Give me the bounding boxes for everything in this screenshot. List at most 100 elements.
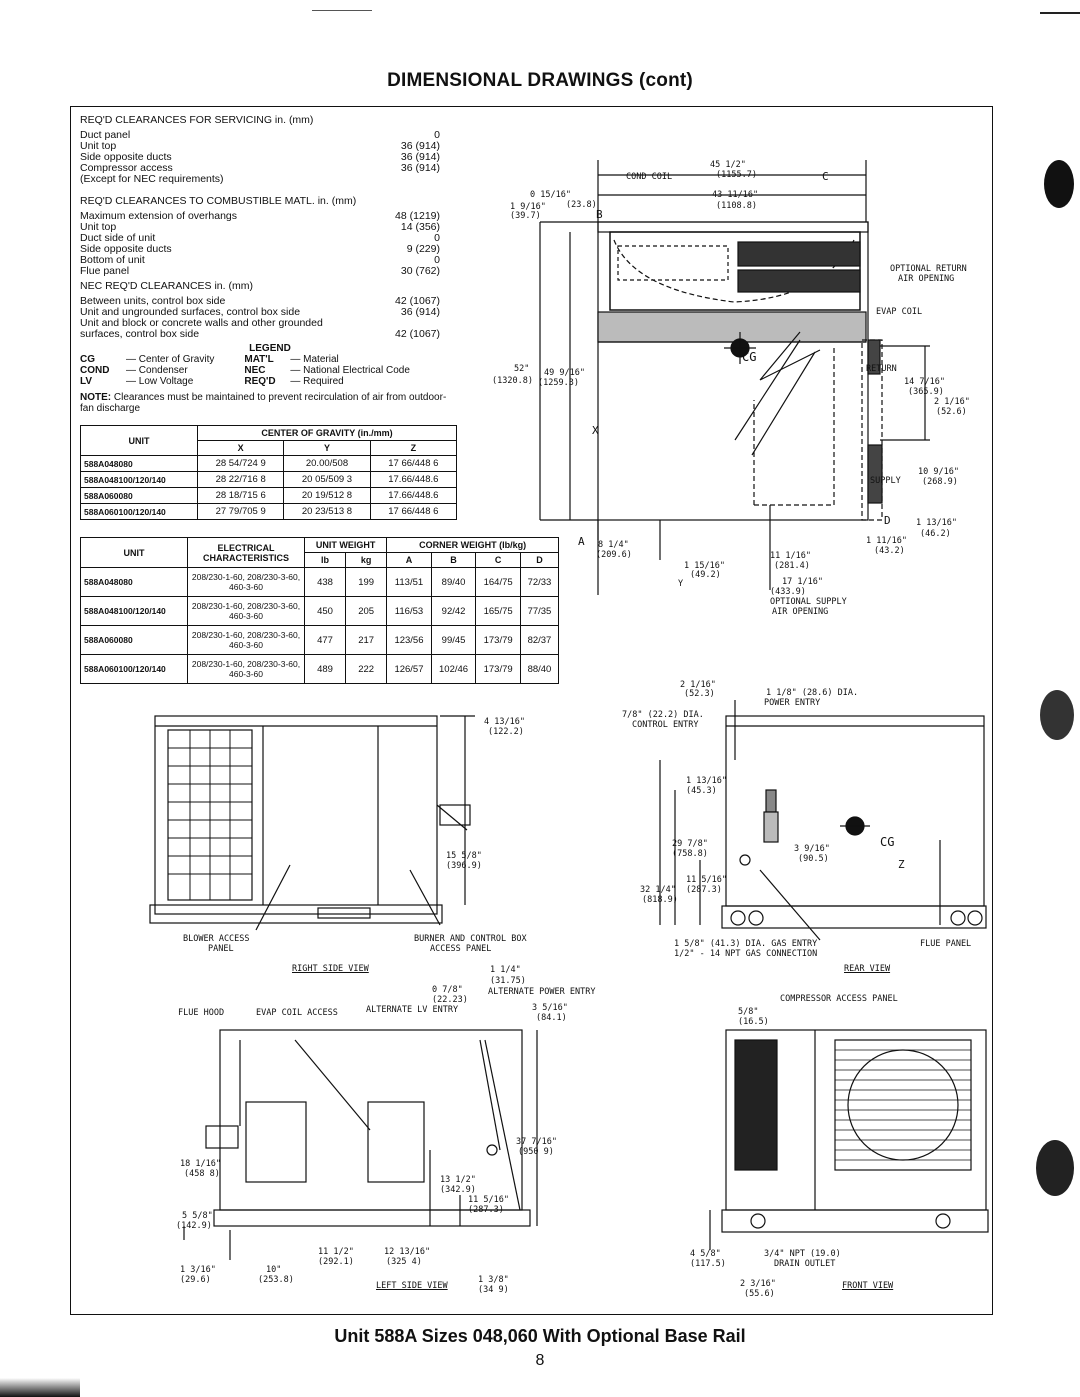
- tv-dim-52mm: (1320.8): [492, 376, 533, 386]
- ls-dim-5: 5 5/8": [182, 1211, 213, 1221]
- table-cell: 588A060080: [80, 625, 188, 655]
- rv-dim-7-8: 7/8" (22.2) DIA.: [622, 710, 704, 720]
- clearance-label: Unit top: [80, 221, 117, 233]
- nec-clearances: NEC REQ'D CLEARANCES in. (mm) Between un…: [80, 281, 440, 340]
- clearance-row: Unit and ungrounded surfaces, control bo…: [80, 307, 440, 318]
- fv-dim-4: 4 5/8": [690, 1249, 721, 1259]
- table-cell: 92/42: [430, 596, 477, 626]
- tv-dim-43mm: (1108.8): [716, 201, 757, 211]
- rear-view-drawing: [659, 700, 987, 941]
- tv-dim-1-13: 1 13/16": [916, 518, 957, 528]
- clearance-label: Duct panel: [80, 129, 131, 141]
- table-cell: 72/33: [519, 567, 560, 597]
- rv-dim-1-1: 1 1/8" (28.6) DIA.: [766, 688, 859, 698]
- tv-a: A: [578, 535, 585, 548]
- rv-power: POWER ENTRY: [764, 698, 821, 708]
- legend-abbr: LV: [80, 376, 93, 387]
- fv-dim-5-8mm: (16.5): [738, 1017, 769, 1027]
- legend-text: Required: [303, 376, 344, 387]
- clearance-value: 36 (914): [400, 306, 440, 318]
- ls-dim-1-3: 1 3/16": [180, 1265, 216, 1275]
- clearance-value: 30 (762): [400, 265, 440, 277]
- legend-heading: LEGEND: [249, 343, 291, 354]
- clearance-value: 48 (1219): [395, 210, 440, 222]
- rs-dim-15: 15 5/8": [446, 851, 482, 861]
- legend-abbr: NEC: [244, 365, 266, 376]
- tv-b: B: [596, 208, 603, 221]
- clearance-value: 0: [434, 129, 440, 141]
- clearance-value: 14 (356): [400, 221, 440, 233]
- clearance-value: 36 (914): [400, 162, 440, 174]
- page-title: DIMENSIONAL DRAWINGS (cont): [387, 70, 693, 91]
- legend-note: Clearances must be maintained to prevent…: [80, 392, 447, 414]
- tv-dim-1-11: 1 11/16": [866, 536, 907, 546]
- legend-abbr: MAT'L: [244, 354, 274, 365]
- front-view-drawing: [709, 1029, 989, 1250]
- rs-burner: BURNER AND CONTROL BOX: [414, 934, 527, 944]
- ls-dim-37mm: (950 9): [518, 1147, 554, 1157]
- tv-return: RETURN: [866, 364, 897, 374]
- table-cell: 88/40: [519, 654, 560, 684]
- table-cell: 165/75: [475, 596, 521, 626]
- table-cell: 489: [303, 654, 347, 684]
- tv-dim-8mm: (209.6): [596, 550, 632, 560]
- legend-note-label: NOTE:: [80, 392, 112, 403]
- legend-entry: COND— Condenser: [80, 365, 214, 376]
- clearance-label: Between units, control box side: [80, 295, 226, 307]
- fv-dim-2mm: (55.6): [744, 1289, 775, 1299]
- tv-dim-1-13mm: (46.2): [920, 529, 951, 539]
- rv-dim-29mm: (758.8): [672, 849, 708, 859]
- table-cell: 113/51: [386, 567, 432, 597]
- tv-opt-supply2: AIR OPENING: [772, 607, 829, 617]
- tv-dim-17: 17 1/16": [782, 577, 823, 587]
- tv-dim-1-9mm: (39.7): [510, 211, 541, 221]
- table-cell: 208/230-1-60, 208/230-3-60, 460-3-60: [187, 596, 305, 626]
- ls-dim-18: 18 1/16": [180, 1159, 221, 1169]
- tv-dim-11: 11 1/16": [770, 551, 811, 561]
- ls-dim-3-5: 3 5/16": [532, 1003, 568, 1013]
- ls-dim-11-1: 11 1/2": [318, 1247, 354, 1257]
- fv-comp: COMPRESSOR ACCESS PANEL: [780, 994, 898, 1004]
- servicing-heading: REQ'D CLEARANCES FOR SERVICING in. (mm): [80, 114, 314, 126]
- legend-dash: —: [126, 354, 139, 365]
- tv-dim-0-15mm: (23.8): [566, 200, 597, 210]
- clearance-label: Unit and block or concrete walls and oth…: [80, 317, 323, 329]
- tv-dim-10: 10 9/16": [918, 467, 959, 477]
- table-cell: 173/79: [475, 625, 521, 655]
- weight-table-wrap: UNIT ELECTRICAL CHARACTERISTICS UNIT WEI…: [80, 537, 560, 684]
- clearance-row: Unit top 14 (356): [80, 222, 440, 233]
- fv-view-caption: FRONT VIEW: [842, 1281, 894, 1291]
- tv-dim-43: 43 11/16": [712, 190, 759, 200]
- left-side-view-drawing: [183, 1029, 538, 1260]
- table-cell: 208/230-1-60, 208/230-3-60, 460-3-60: [187, 654, 305, 684]
- bottom-left-mark: [0, 1378, 80, 1397]
- ls-dim-3-5mm: (84.1): [536, 1013, 567, 1023]
- table-cell: 20 23/513 8: [283, 503, 371, 520]
- tv-optional-return: OPTIONAL RETURN: [890, 264, 967, 274]
- rs-dim-4mm: (122.2): [488, 727, 524, 737]
- tv-dim-1-9: 1 9/16": [510, 202, 546, 212]
- table-cell: 27 79/705 9: [196, 503, 285, 520]
- nec-heading: NEC REQ'D CLEARANCES in. (mm): [80, 280, 253, 292]
- ls-view-caption: LEFT SIDE VIEW: [376, 1281, 448, 1291]
- rv-z: Z: [898, 858, 905, 871]
- binder-hole-top: [1044, 160, 1074, 208]
- tv-dim-52: 52": [514, 364, 530, 374]
- top-view-drawing: [539, 160, 930, 595]
- table-cell: 438: [303, 567, 347, 597]
- table-cell: 99/45: [430, 625, 477, 655]
